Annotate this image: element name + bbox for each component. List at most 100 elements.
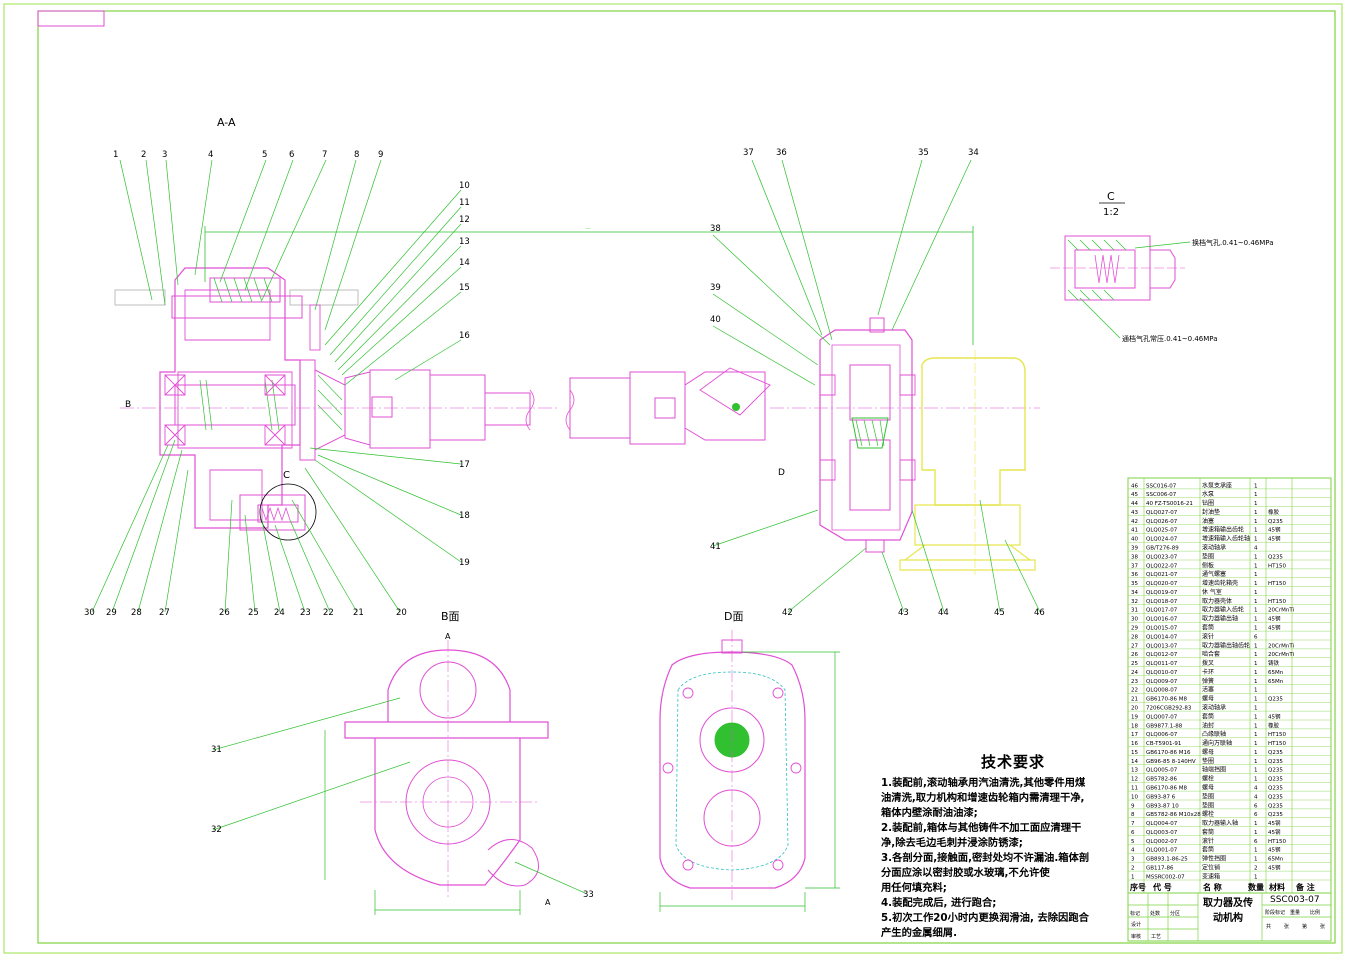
- c-cylinder-hatch: [1067, 239, 1127, 301]
- detail-c-circle: [259, 483, 317, 541]
- overall-dimension: [204, 226, 974, 345]
- bom-cell: HT150: [1268, 732, 1286, 738]
- bom-cell: 45钢: [1268, 864, 1281, 872]
- bom-cell: 取力器输出轴齿轮: [1202, 641, 1250, 649]
- bom-cell: GB5782-86 M10x28: [1146, 812, 1201, 818]
- tb-design: 设计: [1131, 921, 1141, 928]
- callout-16: 16: [459, 331, 470, 341]
- bom-cell: GB6170-86 M8: [1146, 697, 1188, 703]
- bom-cell: 45钢: [1268, 712, 1281, 720]
- c-spring: [1094, 254, 1120, 284]
- bom-cell: Q235: [1268, 777, 1283, 783]
- tech-line: 用任何填充料;: [881, 882, 947, 894]
- bom-cell: HT150: [1268, 741, 1286, 747]
- bom-cell: 42: [1131, 519, 1138, 525]
- bom-cell: 20CrMnTi: [1268, 652, 1295, 658]
- callout-28: 28: [131, 608, 142, 618]
- bom-cell: 45钢: [1268, 615, 1281, 623]
- bom-cell: GB117-86: [1146, 866, 1174, 872]
- gearbox-housing: [819, 329, 913, 541]
- callout-leaders: [91, 159, 1041, 894]
- bom-cell: CB-T5901-91: [1146, 741, 1181, 747]
- bom-cell: 4: [1131, 848, 1135, 854]
- universal-joint-pin: [732, 403, 740, 411]
- bom-cell: QLQ007-07: [1146, 714, 1178, 720]
- bom-cell: QLQ011-07: [1146, 661, 1178, 667]
- marker-a-bottom: A: [545, 898, 551, 907]
- bom-header-qty: 数量: [1248, 882, 1264, 892]
- callout-40: 40: [710, 315, 721, 325]
- bom-cell: 1: [1254, 572, 1258, 578]
- bom-cell: 油封: [1202, 721, 1214, 729]
- bom-cell: 14: [1131, 759, 1138, 765]
- bom-cell: 铸铁: [1268, 659, 1280, 667]
- tb-stage: 阶段标记: [1265, 909, 1285, 916]
- bom-cell: Q235: [1268, 803, 1283, 809]
- breather-plug: [869, 317, 885, 333]
- callout-45: 45: [994, 608, 1005, 618]
- bom-cell: 44: [1131, 501, 1138, 507]
- callout-9: 9: [378, 150, 383, 160]
- input-gear-hatch: [213, 277, 273, 303]
- bom-cell: QLQ012-07: [1146, 652, 1178, 658]
- bom-cell: QLQ002-07: [1146, 839, 1178, 845]
- callout-27: 27: [159, 608, 170, 618]
- bom-cell: QLQ020-07: [1146, 581, 1178, 587]
- bom-header-name: 名 称: [1203, 882, 1222, 892]
- bom-cell: 27: [1131, 643, 1138, 649]
- bom-cell: 凸缘联轴: [1202, 730, 1226, 738]
- bom-cell: Q235: [1268, 519, 1283, 525]
- vent-leader: [1134, 241, 1191, 249]
- bom-cell: 螺栓: [1202, 810, 1214, 818]
- bom-cell: 46: [1131, 483, 1138, 489]
- callout-5: 5: [262, 150, 267, 160]
- bom-cell: 增速箱输入齿轮轴: [1202, 535, 1250, 543]
- bom-cell: 水泵: [1202, 490, 1214, 498]
- bom-cell: 取力器壳体: [1202, 597, 1232, 605]
- drawing-number: SSC003-07: [1270, 895, 1320, 905]
- slip-tube: [429, 374, 486, 441]
- callout-42: 42: [782, 608, 793, 618]
- tb-sheet-no: 第: [1302, 923, 1307, 930]
- d-housing: [659, 651, 806, 889]
- bom-cell: 10: [1131, 794, 1138, 800]
- bom-cell: HT150: [1268, 581, 1286, 587]
- tb-mark: 标记: [1130, 910, 1140, 917]
- tb-zone: 分区: [1170, 910, 1180, 917]
- callout-41: 41: [710, 542, 721, 552]
- vent-note: 换档气孔.0.41~0.46MPa: [1192, 238, 1274, 247]
- bom-header-mat: 材料: [1269, 882, 1285, 892]
- bom-cell: 轴端挡圈: [1202, 766, 1226, 774]
- bom-cell: 变速箱: [1202, 872, 1220, 880]
- bom-cell: 40: [1131, 537, 1138, 543]
- output-gear-hatch: [199, 379, 280, 431]
- callout-38: 38: [710, 224, 721, 234]
- callout-2: 2: [141, 150, 146, 160]
- gear-mesh-hatch: [851, 417, 889, 449]
- bom-cell: 4: [1254, 794, 1258, 800]
- bom-cell: 1: [1254, 590, 1258, 596]
- bom-cell: 6: [1131, 830, 1135, 836]
- tech-line: 1.装配前,滚动轴承用汽油清洗,其他零件用煤: [881, 777, 1086, 789]
- bom-cell: 螺母: [1202, 695, 1214, 703]
- bom-cell: 45钢: [1268, 624, 1281, 632]
- bom-cell: QLQ010-07: [1146, 670, 1178, 676]
- cross-mid: [654, 397, 676, 419]
- bom-cell: 23: [1131, 679, 1138, 685]
- bom-cell: GB/T276-89: [1146, 546, 1179, 552]
- bom-cell: 套筒: [1202, 828, 1214, 836]
- bom-cell: 取力器输出轴: [1202, 615, 1238, 623]
- tech-line: 5.初次工作20小时内更换润滑油, 去除因跑合: [881, 912, 1089, 924]
- bom-cell: 1: [1254, 643, 1258, 649]
- bom-cell: 1: [1254, 581, 1258, 587]
- bom-cell: HT150: [1268, 563, 1286, 569]
- callout-44: 44: [938, 608, 949, 618]
- bom-cell: 43: [1131, 510, 1138, 516]
- bom-cell: QLQ025-07: [1146, 528, 1178, 534]
- bom-cell: Q235: [1268, 759, 1283, 765]
- d-bolt-5: [682, 859, 694, 871]
- yoke-right: [684, 371, 766, 441]
- bom-cell: 1: [1254, 688, 1258, 694]
- bom-cell: 45钢: [1268, 535, 1281, 543]
- detail-c-view: C 1:2 换档气孔.0.41~0.46MPa 通档气孔常压.0.41~0.46…: [1050, 190, 1274, 343]
